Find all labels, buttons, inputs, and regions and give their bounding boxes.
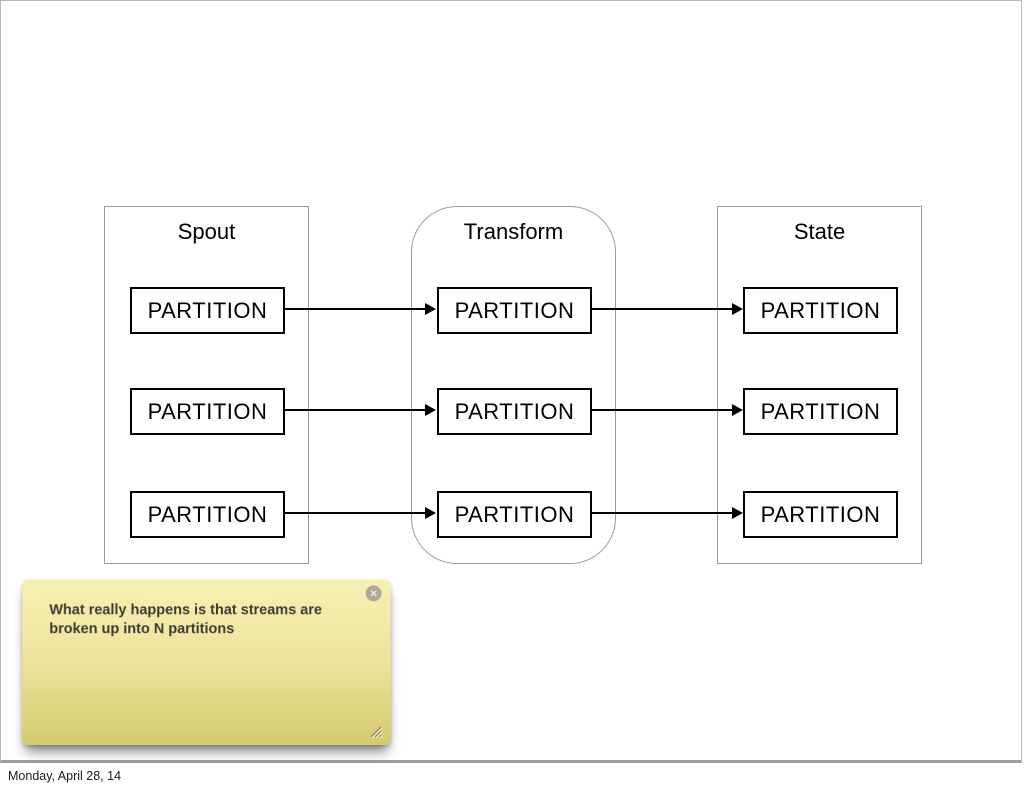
partition-box: PARTITION [130, 388, 285, 435]
diagram-column-spout: Spout PARTITION PARTITION PARTITION [104, 206, 309, 564]
slide-date-stamp: Monday, April 28, 14 [8, 769, 122, 783]
partition-box: PARTITION [743, 287, 898, 334]
column-title-transform: Transform [463, 219, 564, 244]
partition-box: PARTITION [437, 287, 592, 334]
flow-arrow [591, 404, 743, 416]
partition-box: PARTITION [130, 491, 285, 538]
diagram-column-transform: Transform PARTITION PARTITION PARTITION [411, 206, 616, 564]
slide-canvas: Spout PARTITION PARTITION PARTITION Tran… [0, 0, 1022, 763]
partition-box: PARTITION [743, 388, 898, 435]
flow-arrow [591, 507, 743, 519]
flow-arrow [284, 507, 436, 519]
partition-box: PARTITION [437, 491, 592, 538]
partition-box: PARTITION [130, 287, 285, 334]
presenter-note-text: What really happens is that streams are … [49, 602, 322, 638]
column-title-spout: Spout [177, 219, 236, 244]
close-icon[interactable]: × [365, 585, 382, 602]
presenter-note[interactable]: What really happens is that streams are … [22, 579, 391, 745]
flow-arrow [284, 404, 436, 416]
column-title-state: State [793, 219, 846, 244]
flow-arrow [284, 303, 436, 315]
resize-handle-icon[interactable] [367, 723, 383, 739]
partition-box: PARTITION [437, 388, 592, 435]
partition-box: PARTITION [743, 491, 898, 538]
flow-arrow [591, 303, 743, 315]
diagram-column-state: State PARTITION PARTITION PARTITION [717, 206, 922, 564]
